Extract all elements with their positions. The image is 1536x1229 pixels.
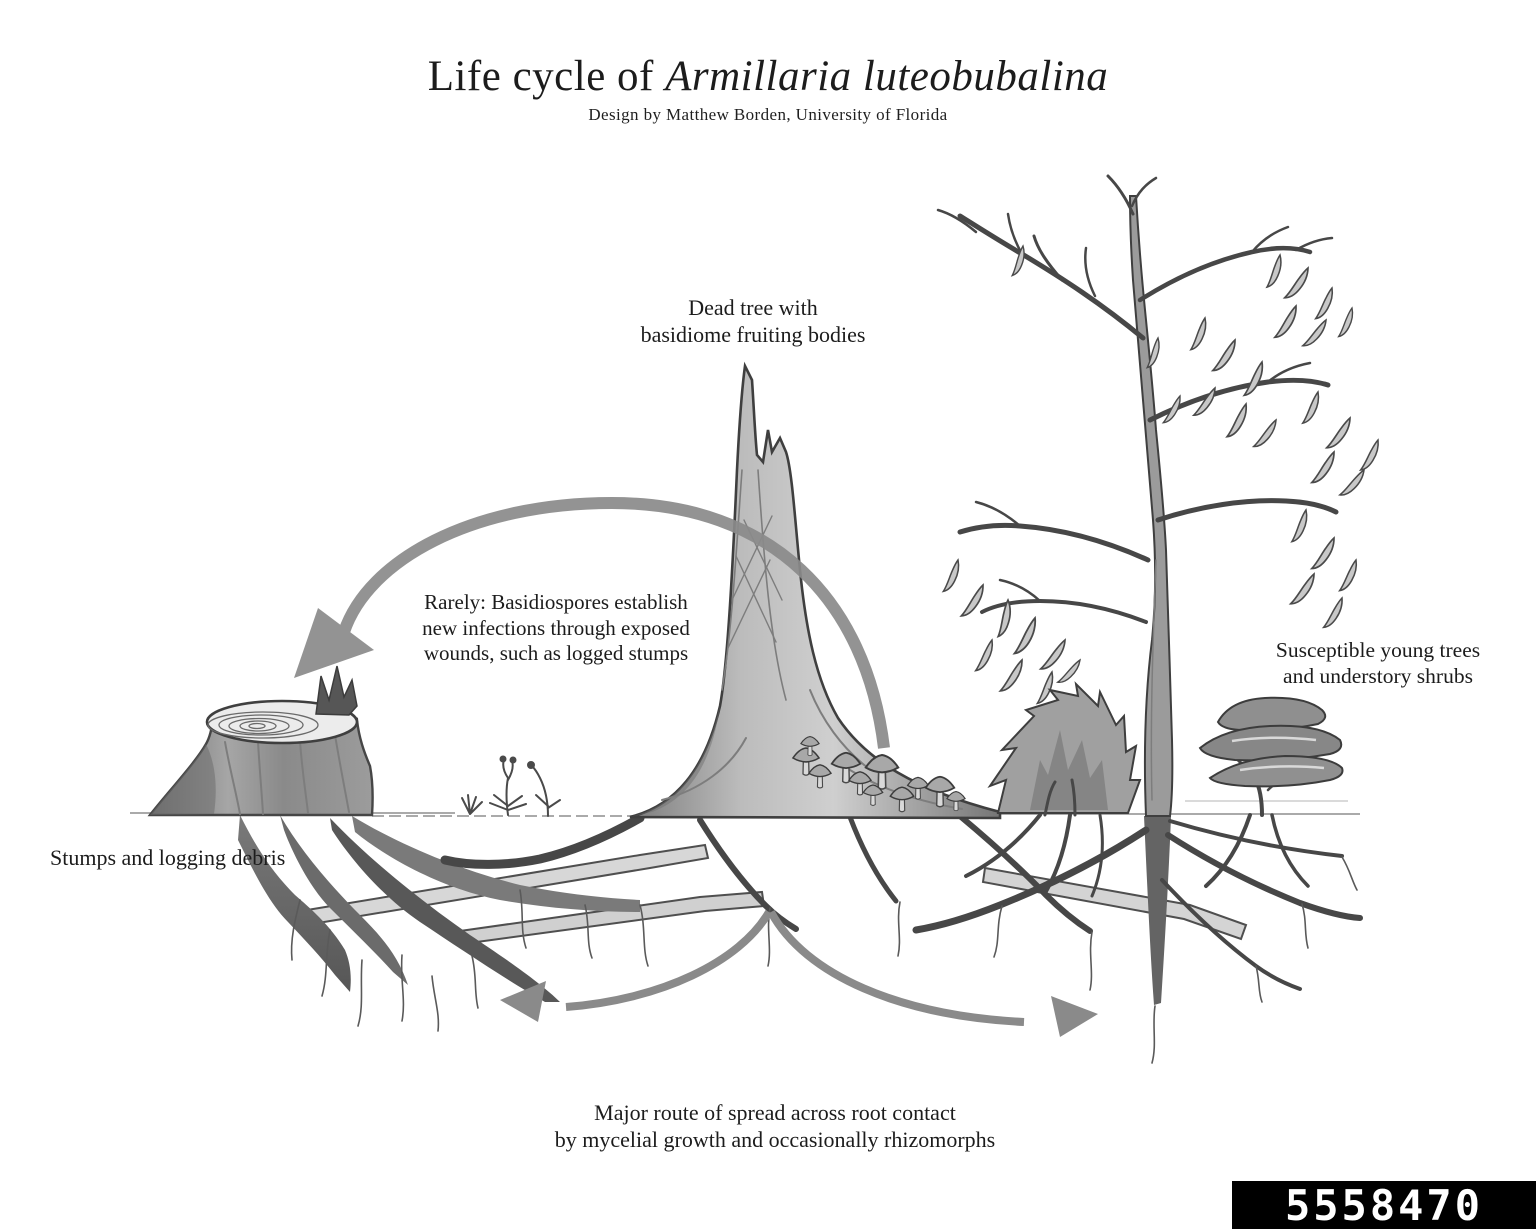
stump-cut-surface xyxy=(205,699,359,745)
label-stumps-debris: Stumps and logging debris xyxy=(50,845,286,870)
tall-tree-branches xyxy=(936,174,1339,624)
label-susceptible-trees: Susceptible young trees and understory s… xyxy=(1275,638,1481,689)
root-spread-arrow-right xyxy=(767,910,1098,1037)
shrub-layered-drawing xyxy=(1198,696,1344,817)
ground-line xyxy=(130,800,1360,817)
header: Life cycle of Armillaria luteobubalina D… xyxy=(0,54,1536,125)
label-basidiospores: Rarely: Basidiospores establish new infe… xyxy=(422,590,690,666)
basidiospore-arrowhead xyxy=(294,608,374,678)
title-species-name: Armillaria luteobubalina xyxy=(665,53,1109,100)
root-spread-arrow-left xyxy=(500,909,773,1022)
image-number: 5558470 xyxy=(1284,1180,1483,1229)
shrub-spiky-drawing xyxy=(987,681,1142,817)
growth-rings xyxy=(207,711,319,739)
basidiome-mushrooms-drawing xyxy=(792,736,966,813)
page-subtitle: Design by Matthew Borden, University of … xyxy=(588,105,948,125)
image-number-badge: 5558470 xyxy=(1232,1181,1536,1229)
stump-splinters xyxy=(315,665,358,716)
label-dead-tree: Dead tree with basidiome fruiting bodies xyxy=(640,295,866,347)
weeds-drawing xyxy=(461,755,561,817)
root-network-drawing xyxy=(238,813,1363,1064)
fine-rootlets xyxy=(290,856,1358,1064)
title-prefix: Life cycle of xyxy=(427,53,666,100)
page-title: Life cycle of Armillaria luteobubalina xyxy=(0,54,1536,99)
tall-tree-drawing xyxy=(936,174,1382,817)
stump-drawing xyxy=(147,665,374,817)
label-major-route: Major route of spread across root contac… xyxy=(554,1100,996,1152)
